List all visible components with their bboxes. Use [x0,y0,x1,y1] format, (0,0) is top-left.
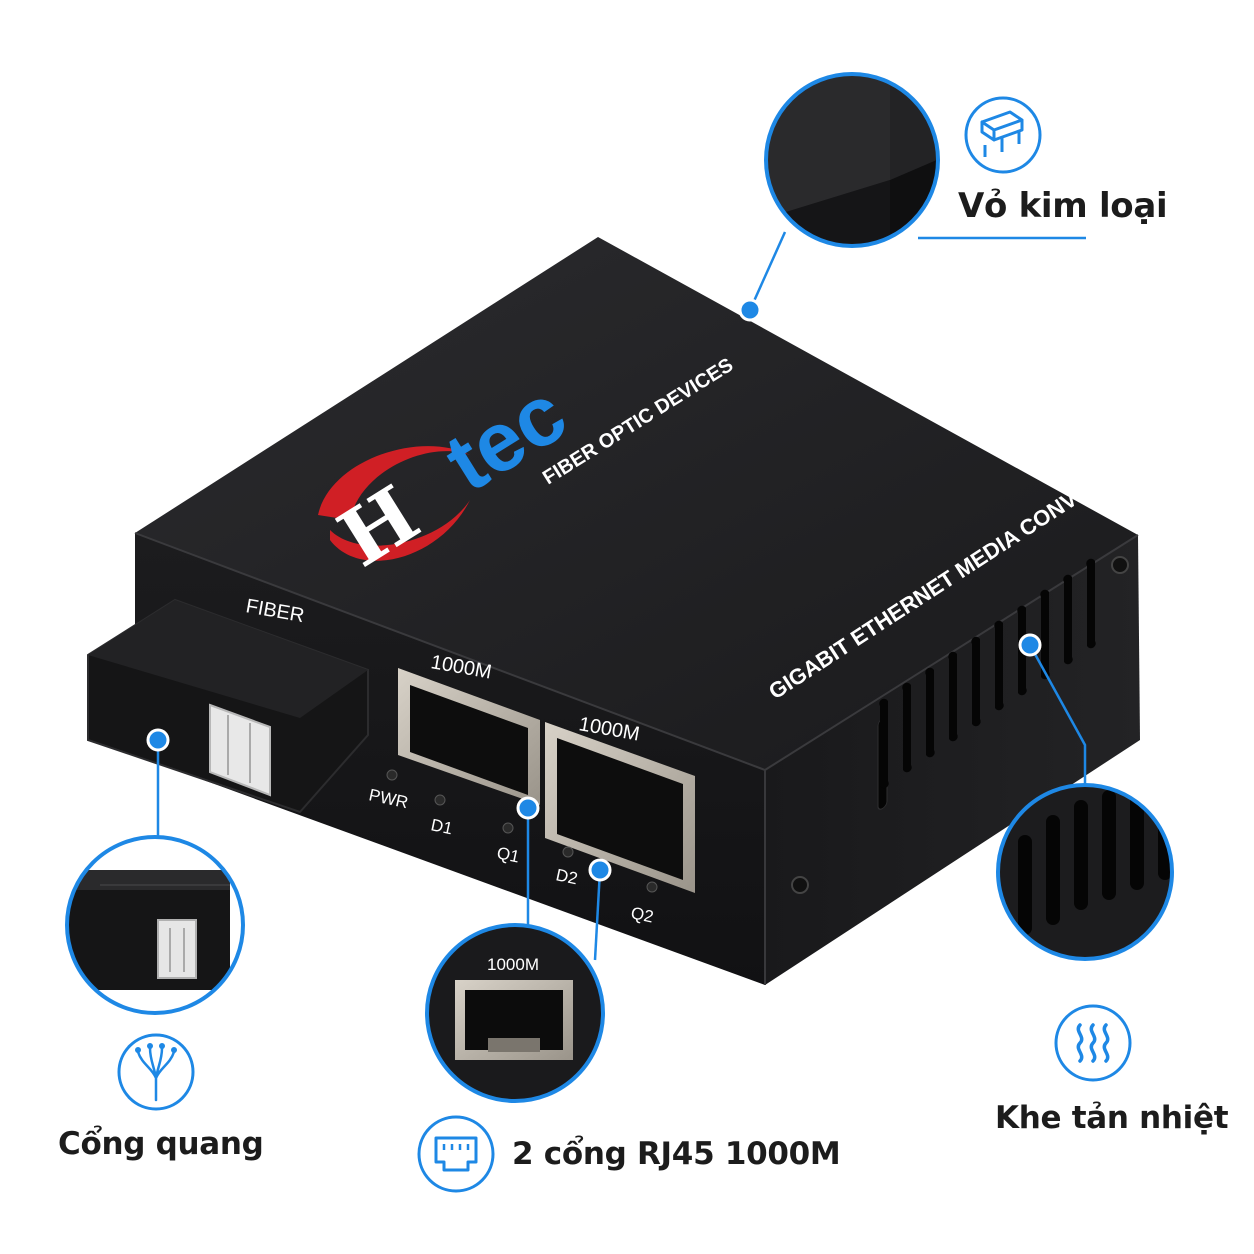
zoom-metal-case [764,72,940,248]
zoom-rj45-port [425,923,605,1103]
rj45-zoom-label: 1000M [487,955,539,974]
screw [1111,556,1129,574]
callout-lines [156,231,1087,961]
metal-case-caption: Vỏ kim loại [958,186,1168,226]
led-d1-label: D1 [429,815,454,838]
heat-icon [1054,1004,1132,1082]
status-leds [386,769,658,893]
led-q2-label: Q2 [629,903,655,926]
fiber-icon [117,1033,195,1111]
callout-dots [146,298,1042,882]
zoom-heat-vents [996,783,1174,961]
zoom-fiber-port [65,835,245,1015]
media-converter-device: H tec [87,237,1140,985]
rj45-ports-caption: 2 cổng RJ45 1000M [512,1136,841,1172]
screw [791,876,809,894]
heat-vents-caption: Khe tản nhiệt [995,1100,1229,1136]
led-d2-label: D2 [554,865,579,888]
rj45-port-2 [545,722,695,893]
rj45-port-1 [398,668,540,805]
fiber-port-caption: Cổng quang [58,1126,264,1162]
metal-case-icon [964,96,1042,174]
ethernet-icon [417,1115,495,1193]
led-q1-label: Q1 [495,843,521,866]
